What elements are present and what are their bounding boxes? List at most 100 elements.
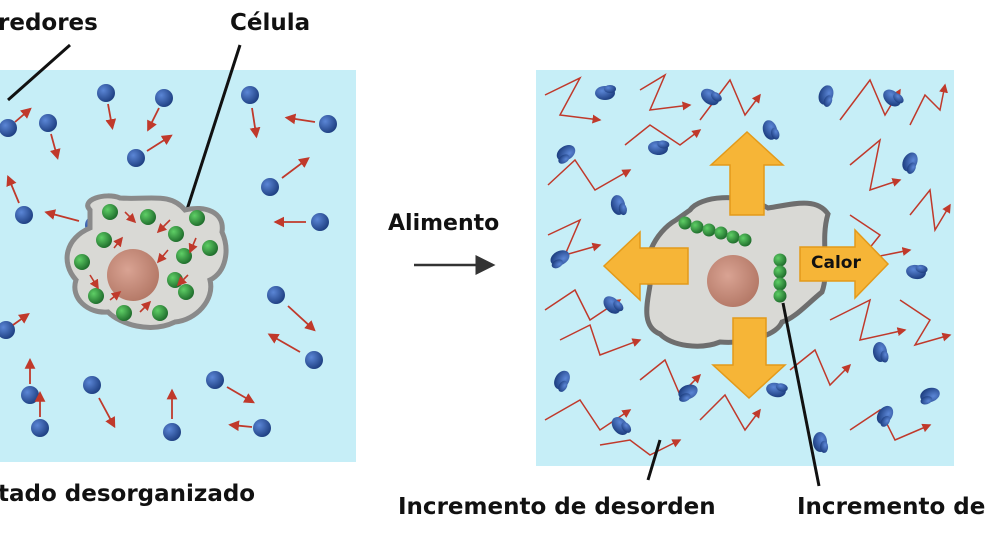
right-organelles (678, 216, 787, 303)
ordered-organelle-9 (773, 289, 787, 303)
zigzag-path-0 (544, 76, 602, 124)
organelle-11 (152, 305, 168, 321)
zigzag-path-6 (624, 124, 702, 146)
motion-arrow-17 (226, 386, 255, 404)
blob-10 (906, 264, 928, 280)
blob-8 (902, 152, 918, 174)
blob-lobe-14 (679, 393, 691, 402)
motion-arrow-6 (146, 134, 173, 152)
organelle-2 (189, 210, 205, 226)
blob-lobe-18 (880, 416, 891, 427)
motion-arrow-2 (105, 103, 117, 130)
motion-arrow-11 (12, 312, 30, 326)
blob-lobe-2 (771, 127, 780, 140)
molecule-14 (21, 386, 39, 404)
blob-2 (762, 120, 780, 140)
right-zigzag-paths (544, 73, 952, 456)
blob-lobe-0 (604, 85, 616, 93)
organelle-3 (96, 232, 112, 248)
blob-6 (883, 89, 904, 107)
organelle-9 (178, 284, 194, 300)
blob-3 (818, 85, 834, 107)
organelle-6 (176, 248, 192, 264)
blob-lobe-6 (893, 93, 904, 104)
ordered-organelle-2 (702, 223, 716, 237)
organelle-1 (140, 209, 156, 225)
blob-lobe-5 (657, 140, 670, 149)
molecule-12 (267, 286, 285, 304)
ordered-organelle-7 (773, 265, 787, 279)
motion-arrow-8 (44, 209, 80, 222)
organelle-arrow-7 (139, 300, 152, 313)
molecule-3 (155, 89, 173, 107)
blob-13 (554, 370, 570, 392)
ordered-organelle-4 (726, 230, 740, 244)
blob-19 (920, 387, 940, 405)
organelle-10 (116, 305, 132, 321)
blob-0 (595, 85, 616, 100)
organelle-5 (202, 240, 218, 256)
blob-lobe-11 (613, 300, 624, 312)
blob-14 (678, 384, 698, 402)
zigzag-path-19 (849, 408, 932, 441)
organelle-arrow-4 (156, 249, 169, 264)
blob-lobe-13 (558, 380, 568, 392)
organelle-arrow-5 (176, 274, 189, 287)
blob-lobe-15 (775, 383, 788, 392)
right-molecules (550, 85, 940, 453)
blob-lobe-12 (880, 350, 889, 363)
motion-arrow-1 (50, 133, 61, 160)
blob-11 (603, 296, 624, 314)
blob-lobe-4 (558, 154, 570, 164)
blob-lobe-16 (621, 422, 632, 433)
molecule-13 (305, 351, 323, 369)
blob-5 (648, 140, 670, 156)
zigzag-path-1 (639, 73, 692, 111)
molecule-9 (261, 178, 279, 196)
order-leader-line (781, 302, 821, 487)
organelle-8 (88, 288, 104, 304)
ordered-organelle-6 (773, 253, 787, 267)
disorder-leader-line (646, 439, 662, 481)
molecule-4 (241, 86, 259, 104)
organelle-arrow-3 (113, 236, 123, 249)
blob-17 (812, 432, 829, 453)
blob-15 (766, 382, 788, 398)
molecule-10 (311, 213, 329, 231)
left-molecules (0, 84, 337, 441)
blob-7 (610, 195, 627, 216)
motion-arrow-4 (249, 107, 261, 139)
blob-lobe-17 (820, 440, 829, 453)
blob-16 (611, 417, 632, 435)
motion-arrow-7 (6, 174, 20, 204)
molecule-19 (31, 419, 49, 437)
heat-label: Calor (811, 253, 861, 273)
organelle-4 (168, 226, 184, 242)
left-nucleus (107, 249, 159, 301)
organelle-arrow-6 (109, 291, 122, 301)
molecule-16 (163, 423, 181, 441)
zigzag-path-17 (699, 393, 761, 432)
molecule-11 (0, 321, 15, 339)
ordered-organelle-5 (738, 233, 752, 247)
zigzag-path-14 (899, 299, 952, 347)
zigzag-path-13 (829, 298, 907, 341)
molecule-0 (0, 119, 17, 137)
increase-order-label: Incremento de (797, 494, 986, 520)
organelle-arrow-2 (188, 237, 198, 254)
disordered-state-label: tado desorganizado (0, 481, 256, 507)
blob-lobe-1 (711, 91, 722, 102)
motion-arrow-3 (147, 107, 160, 132)
organelle-7 (167, 272, 183, 288)
heat-arrow-left (602, 230, 689, 302)
motion-arrow-5 (284, 113, 316, 125)
zigzag-path-4 (909, 83, 948, 126)
blob-lobe-7 (618, 203, 627, 216)
organelle-arrow-0 (124, 211, 137, 224)
zigzag-path-18 (789, 348, 852, 387)
zigzag-path-7 (849, 138, 902, 192)
zigzag-path-5 (547, 158, 632, 191)
increase-disorder-label: Incremento de desorden (398, 494, 716, 520)
heat-arrow-down (711, 317, 787, 400)
blob-18 (876, 405, 894, 427)
